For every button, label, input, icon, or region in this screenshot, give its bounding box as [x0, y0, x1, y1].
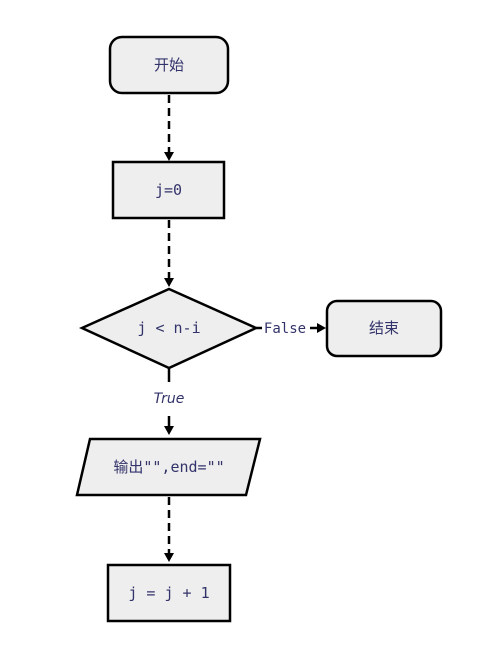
- output-label: 输出"",end="": [113, 458, 224, 476]
- end-label: 结束: [369, 319, 399, 337]
- arrowhead-icon: [164, 152, 174, 161]
- edge-false-branch: False: [256, 321, 326, 337]
- init-label: j=0: [155, 181, 182, 199]
- increment-process-node: j = j + 1: [106, 563, 232, 623]
- true-edge-label: True: [154, 391, 185, 407]
- start-node: 开始: [108, 35, 230, 95]
- arrowhead-icon: [164, 278, 174, 287]
- increment-label: j = j + 1: [128, 584, 209, 602]
- edge-output-to-increment: [164, 497, 174, 562]
- arrowhead-icon: [317, 323, 326, 333]
- start-label: 开始: [154, 56, 184, 74]
- arrowhead-icon: [164, 553, 174, 562]
- false-edge-label: False: [264, 321, 306, 337]
- edge-true-branch: True: [154, 368, 185, 435]
- edge-init-to-condition: [164, 220, 174, 287]
- output-io-node: 输出"",end="": [75, 437, 262, 497]
- arrowhead-icon: [164, 426, 174, 435]
- condition-decision-node: j < n-i: [78, 287, 260, 370]
- condition-label: j < n-i: [137, 319, 200, 337]
- init-process-node: j=0: [111, 160, 226, 220]
- end-node: 结束: [325, 299, 443, 358]
- edge-start-to-init: [164, 95, 174, 161]
